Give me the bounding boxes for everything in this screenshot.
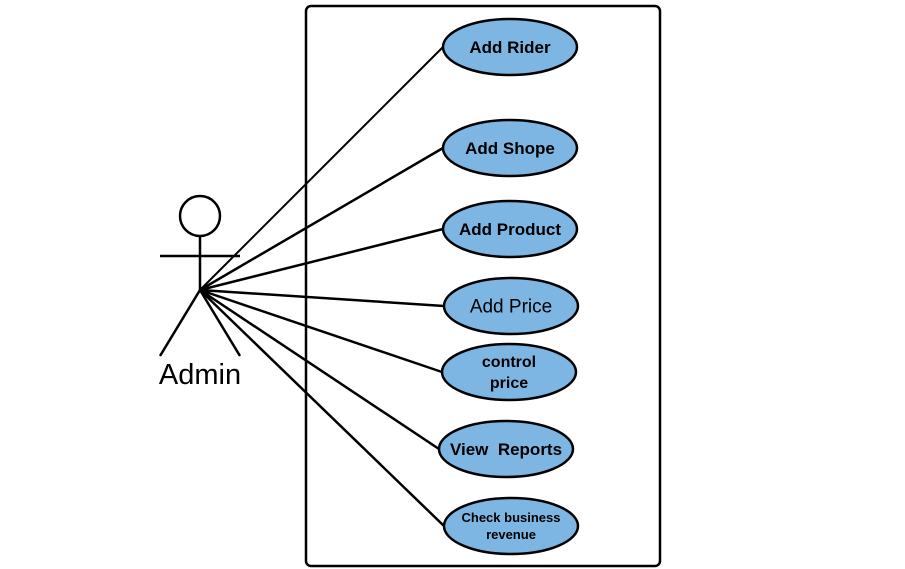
- association-line-control-price: [199, 288, 443, 374]
- association-line-add-shope: [199, 146, 444, 292]
- use-case-control-price[interactable]: control price: [440, 342, 578, 402]
- use-case-view-reports[interactable]: View Reports: [437, 419, 575, 479]
- use-case-ellipse[interactable]: [441, 17, 579, 77]
- use-case-ellipse[interactable]: [437, 419, 575, 479]
- association-line-add-price: [199, 288, 445, 308]
- use-case-ellipse[interactable]: [441, 199, 579, 259]
- actor-right-leg: [198, 289, 242, 357]
- use-case-label: Add Rider: [469, 38, 551, 57]
- use-case-ellipse[interactable]: [441, 118, 579, 178]
- use-case-label: Add Product: [459, 220, 561, 239]
- associations: [199, 46, 445, 527]
- actor-label: Admin: [159, 359, 241, 391]
- use-case-label: View Reports: [450, 440, 562, 459]
- system-boundary: [304, 4, 662, 568]
- association-line-check-business-revenue: [199, 289, 445, 527]
- use-case-ellipse[interactable]: [442, 276, 580, 336]
- use-case-add-shope[interactable]: Add Shope: [441, 118, 579, 178]
- use-case-add-price[interactable]: Add Price: [442, 276, 580, 336]
- use-case-label: Add Shope: [465, 139, 555, 158]
- use-case-label: revenue: [486, 527, 536, 542]
- actor-left-leg: [158, 289, 202, 357]
- use-case-label: price: [490, 375, 528, 392]
- actor-head: [178, 194, 222, 238]
- association-line-add-rider: [199, 46, 444, 291]
- association-line-view-reports: [199, 288, 440, 451]
- use-case-add-rider[interactable]: Add Rider: [441, 17, 579, 77]
- use-case-check-business-revenue[interactable]: Check business revenue: [442, 496, 580, 556]
- use-case-ellipse[interactable]: [440, 342, 578, 402]
- association-line-add-product: [199, 227, 444, 292]
- actor-admin: Admin: [158, 194, 242, 391]
- use-case-label: Check business: [462, 510, 561, 525]
- use-case-add-product[interactable]: Add Product: [441, 199, 579, 259]
- use-case-ellipse[interactable]: [442, 496, 580, 556]
- use-case-label: control: [482, 354, 536, 371]
- use-case-label: Add Price: [470, 297, 552, 318]
